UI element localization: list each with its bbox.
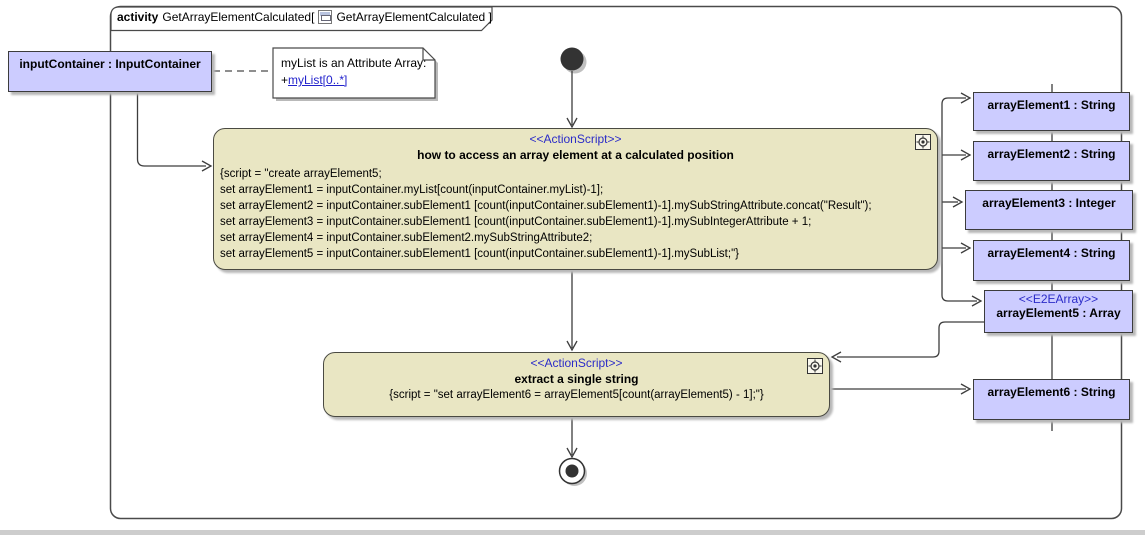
script-line: set arrayElement4 = inputContainer.subEl… <box>220 232 593 244</box>
object-node-arrayelement5[interactable]: <<E2EArray>> arrayElement5 : Array <box>984 290 1133 333</box>
control-flow-action1-to-action2[interactable] <box>566 271 578 352</box>
frame-title-tab <box>110 6 493 32</box>
object-label: inputContainer : InputContainer <box>19 57 201 71</box>
script-line: set arrayElement2 = inputContainer.subEl… <box>220 200 872 212</box>
frame-keyword: activity <box>117 10 159 24</box>
object-label: arrayElement6 : String <box>987 385 1116 399</box>
script-line: set arrayElement3 = inputContainer.subEl… <box>220 216 812 228</box>
action2-script: {script = "set arrayElement6 = arrayElem… <box>389 389 764 401</box>
action-node-access-array-element[interactable]: <<ActionScript>> how to access an array … <box>213 128 938 270</box>
object-label: arrayElement2 : String <box>987 147 1116 161</box>
action-rake-icon <box>807 358 823 374</box>
action1-stereotype: <<ActionScript>> <box>529 132 622 146</box>
action-rake-icon <box>915 134 931 150</box>
initial-node[interactable] <box>560 47 587 74</box>
object-stereotype: <<E2EArray>> <box>1018 292 1099 306</box>
frame-title: activity GetArrayElementCalculated[ GetA… <box>117 10 492 24</box>
script-line: set arrayElement1 = inputContainer.myLis… <box>220 184 604 196</box>
object-flow-action1-outputs[interactable] <box>941 92 983 307</box>
object-label: arrayElement4 : String <box>987 246 1116 260</box>
note-line2: +myList[0..*] <box>281 73 348 87</box>
action1-title: how to access an array element at a calc… <box>417 148 734 162</box>
mylist-attribute-link[interactable]: myList[0..*] <box>288 73 348 87</box>
object-node-inputcontainer[interactable]: inputContainer : InputContainer <box>8 51 212 92</box>
frame-title-text-right: GetArrayElementCalculated ] <box>336 10 492 24</box>
canvas-bottom-edge <box>0 530 1145 535</box>
action-node-extract-single-string[interactable]: <<ActionScript>> extract a single string… <box>323 352 830 417</box>
note-line1: myList is an Attribute Array: <box>281 56 427 70</box>
activity-diagram-icon <box>318 10 333 24</box>
object-label: arrayElement3 : Integer <box>982 196 1116 210</box>
object-node-arrayelement4[interactable]: arrayElement4 : String <box>973 240 1130 281</box>
object-node-arrayelement2[interactable]: arrayElement2 : String <box>973 141 1130 181</box>
script-line: set arrayElement5 = inputContainer.subEl… <box>220 248 739 260</box>
object-flow-element5-to-action2[interactable] <box>830 321 984 363</box>
object-node-arrayelement6[interactable]: arrayElement6 : String <box>973 379 1130 420</box>
note-text: myList is an Attribute Array: +myList[0.… <box>281 55 426 89</box>
action2-stereotype: <<ActionScript>> <box>530 356 623 370</box>
object-node-arrayelement3[interactable]: arrayElement3 : Integer <box>965 190 1133 230</box>
object-flow-action2-to-element6[interactable] <box>831 383 972 395</box>
action2-title: extract a single string <box>514 372 639 386</box>
script-line: {script = "create arrayElement5; <box>220 168 382 180</box>
action1-script: {script = "create arrayElement5; set arr… <box>214 166 937 262</box>
object-node-arrayelement1[interactable]: arrayElement1 : String <box>973 92 1130 131</box>
frame-title-text-left: GetArrayElementCalculated[ <box>162 10 315 24</box>
note[interactable] <box>272 47 438 101</box>
object-label: arrayElement5 : Array <box>996 306 1121 320</box>
object-flow-input-to-action1[interactable] <box>136 93 213 172</box>
control-flow-action2-to-final[interactable] <box>566 418 578 459</box>
control-flow-initial-to-action1[interactable] <box>566 71 578 129</box>
final-node[interactable] <box>558 457 588 487</box>
object-label: arrayElement1 : String <box>987 98 1116 112</box>
